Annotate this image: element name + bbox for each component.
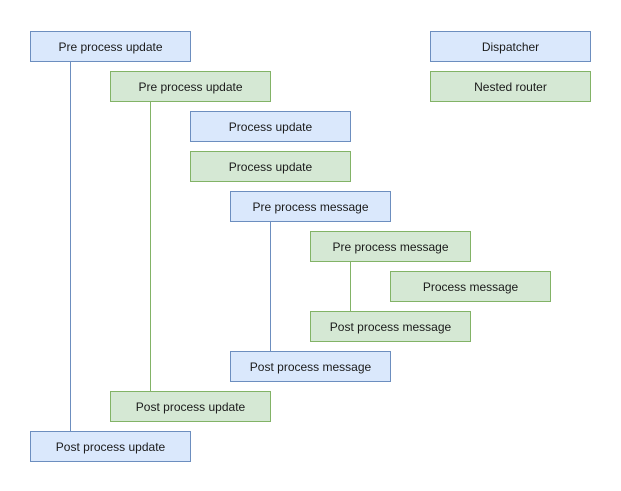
node-n10[interactable]: Post process update [110, 391, 271, 422]
node-n4[interactable]: Process update [190, 151, 351, 182]
connector-n5-to-n9 [270, 222, 271, 351]
node-n2[interactable]: Pre process update [110, 71, 271, 102]
connector-n6-to-n8 [350, 262, 351, 311]
node-n5[interactable]: Pre process message [230, 191, 391, 222]
node-n11[interactable]: Post process update [30, 431, 191, 462]
node-n3[interactable]: Process update [190, 111, 351, 142]
connector-n1-to-n11 [70, 62, 71, 431]
node-n1[interactable]: Pre process update [30, 31, 191, 62]
node-n7[interactable]: Process message [390, 271, 551, 302]
connector-n2-to-n10 [150, 102, 151, 391]
legend-item-dispatcher[interactable]: Dispatcher [430, 31, 591, 62]
node-n9[interactable]: Post process message [230, 351, 391, 382]
node-n6[interactable]: Pre process message [310, 231, 471, 262]
legend-item-nested-router[interactable]: Nested router [430, 71, 591, 102]
node-n8[interactable]: Post process message [310, 311, 471, 342]
